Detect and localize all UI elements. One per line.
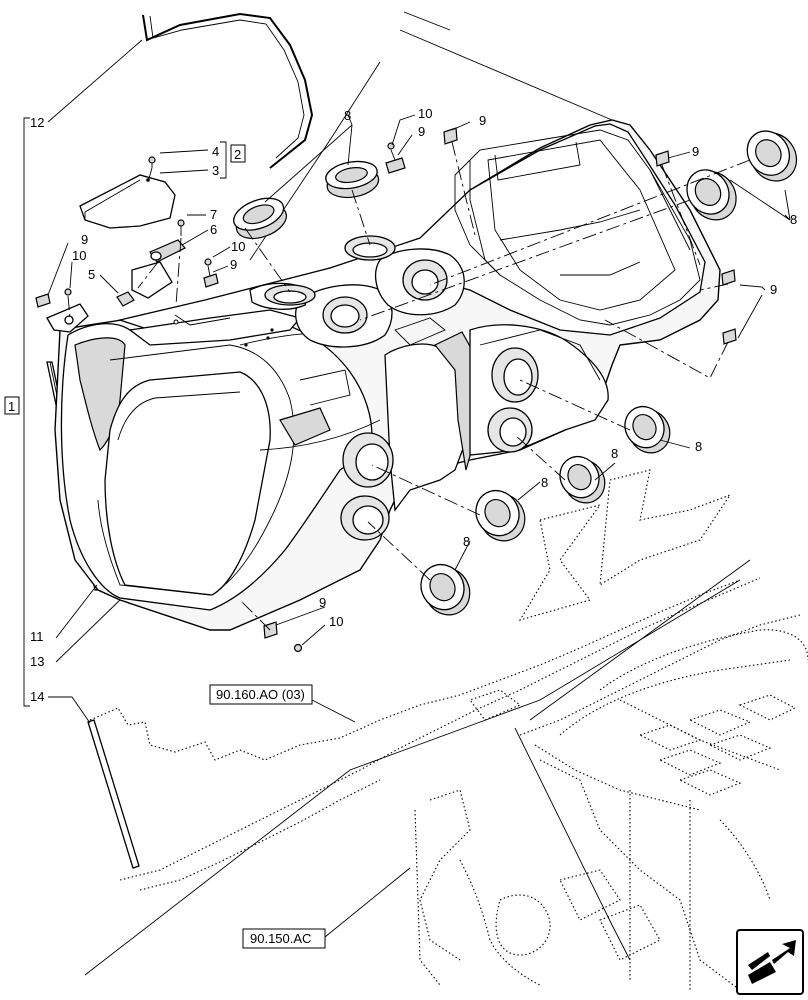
assembly-lines xyxy=(67,141,751,631)
callout-1: 1 xyxy=(8,399,15,414)
callout-13: 13 xyxy=(30,654,44,669)
callout-5: 5 xyxy=(88,267,95,282)
callout-10-c: 10 xyxy=(418,106,432,121)
context-dotted-frame xyxy=(89,469,808,991)
edge-strip-14 xyxy=(87,719,140,869)
callout-8-lower-4: 8 xyxy=(463,534,470,549)
callout-9-a: 9 xyxy=(81,232,88,247)
reference-cab[interactable]: 90.160.AO (03) xyxy=(209,684,313,705)
screw-7 xyxy=(177,219,185,236)
cover-plate-3 xyxy=(79,174,176,229)
callout-8-top: 8 xyxy=(344,108,351,123)
callout-8-right: 8 xyxy=(790,212,797,227)
reference-cab-label[interactable]: 90.160.AO (03) xyxy=(216,687,305,702)
callout-box-1 xyxy=(4,396,20,415)
reference-floor[interactable]: 90.150.AC xyxy=(242,928,326,949)
callout-8-lower-2: 8 xyxy=(611,446,618,461)
callout-6: 6 xyxy=(210,222,217,237)
screw-4 xyxy=(148,156,156,168)
dashboard-body xyxy=(54,119,721,631)
callout-box-2 xyxy=(230,144,246,163)
callout-8-lower-1: 8 xyxy=(695,439,702,454)
trim-strip-12 xyxy=(142,12,314,169)
group-bracket-1 xyxy=(23,117,30,707)
vent-rings-8 xyxy=(233,130,798,616)
callout-8-lower-3: 8 xyxy=(541,475,548,490)
clip-5 xyxy=(116,291,135,307)
flip-arrow-icon[interactable] xyxy=(736,929,804,995)
callout-9-e: 9 xyxy=(692,144,699,159)
body-vent-openings xyxy=(264,235,539,541)
callout-labels: 1 2 3 4 5 6 7 8 8 8 8 8 8 9 9 9 9 9 9 9 … xyxy=(4,106,797,704)
callout-9-d: 9 xyxy=(479,113,486,128)
callout-10-d: 10 xyxy=(329,614,343,629)
callout-2: 2 xyxy=(234,147,241,162)
callout-10-a: 10 xyxy=(72,248,86,263)
callout-9-f: 9 xyxy=(770,282,777,297)
callout-11: 11 xyxy=(30,629,44,644)
callout-7: 7 xyxy=(210,207,217,222)
callout-4: 4 xyxy=(212,144,219,159)
callout-14: 14 xyxy=(30,689,44,704)
small-fasteners xyxy=(35,127,737,653)
leader-lines xyxy=(47,39,791,938)
callout-3: 3 xyxy=(212,163,219,178)
callout-10-b: 10 xyxy=(231,239,245,254)
callout-9-g: 9 xyxy=(319,595,326,610)
connector-6 xyxy=(149,239,186,263)
callout-9-c: 9 xyxy=(418,124,425,139)
bracket-plate-left xyxy=(46,261,173,333)
reference-floor-label[interactable]: 90.150.AC xyxy=(250,931,311,946)
callout-9-b: 9 xyxy=(230,257,237,272)
callout-12: 12 xyxy=(30,115,44,130)
